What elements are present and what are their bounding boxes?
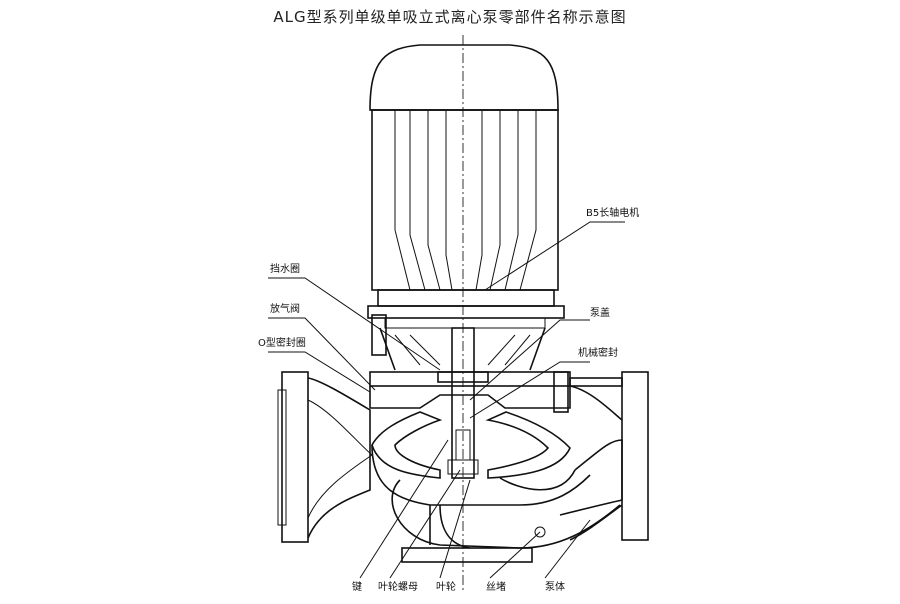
outlet-flange	[621, 371, 649, 541]
water-ring-shape	[437, 371, 489, 383]
label-pump-cover: 泵盖	[590, 306, 610, 319]
diagram-title: ALG型系列单级单吸立式离心泵零部件名称示意图	[273, 8, 627, 26]
label-water-ring: 挡水圈	[270, 262, 300, 275]
label-o-ring: O型密封圈	[258, 336, 306, 349]
pump-cover	[369, 386, 571, 409]
label-motor: B5长轴电机	[586, 206, 639, 219]
label-impeller-nut: 叶轮螺母	[378, 580, 418, 593]
pump-body-shape	[277, 371, 649, 563]
motor-fins	[394, 110, 537, 291]
impeller-shape	[371, 411, 571, 479]
leader-lines	[268, 221, 625, 579]
motor-base-ring	[377, 289, 555, 307]
label-key: 键	[352, 580, 362, 593]
label-pump-body: 泵体	[545, 581, 565, 593]
inlet-flange	[281, 371, 309, 543]
label-air-valve: 放气阀	[270, 302, 300, 315]
bracket	[369, 314, 571, 413]
shaft	[437, 327, 489, 479]
motor	[367, 44, 565, 329]
pump-base	[401, 547, 533, 563]
motor-housing	[371, 109, 559, 291]
plug-shape	[534, 526, 546, 538]
motor-fan-cover	[369, 44, 559, 111]
motor-flange	[367, 305, 565, 319]
label-mech-seal: 机械密封	[578, 346, 618, 359]
bolt-right	[553, 371, 569, 413]
label-impeller: 叶轮	[436, 580, 456, 593]
label-plug: 丝堵	[486, 580, 506, 593]
bolt-left	[371, 314, 387, 356]
